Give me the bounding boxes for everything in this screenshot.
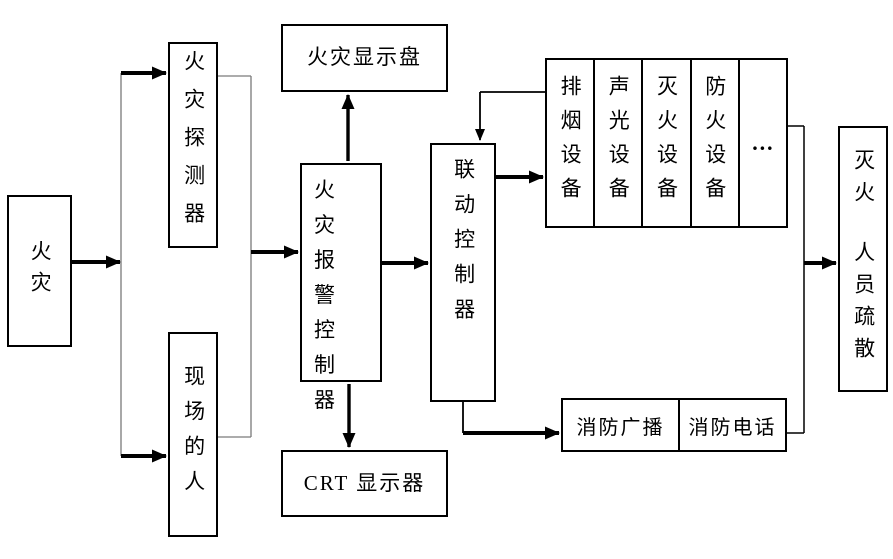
node-fire-broadcast[interactable]: 消防广播 (563, 400, 678, 450)
node-fire[interactable]: 火灾 (7, 195, 72, 347)
node-crt-display-label: CRT 显示器 (303, 470, 426, 495)
node-fire-display-panel-label: 火灾显示盘 (307, 45, 422, 70)
node-fireproof-equipment-label: 防火设备 (702, 75, 727, 211)
node-crt-display[interactable]: CRT 显示器 (281, 450, 448, 517)
node-sound-light-equipment-label: 声光设备 (606, 75, 631, 211)
node-smoke-exhaust-equipment[interactable]: 排烟设备 (547, 60, 593, 226)
node-fire-phone-label: 消防电话 (688, 416, 777, 439)
node-extinguishing-equipment[interactable]: 灭火设备 (641, 60, 689, 226)
node-fire-phone[interactable]: 消防电话 (678, 400, 785, 450)
node-outcome[interactable]: 灭火 人员疏散 (838, 126, 888, 392)
node-fire-broadcast-label: 消防广播 (576, 416, 665, 439)
node-fire-detector-label: 火灾探测器 (181, 50, 206, 240)
node-linkage-controller[interactable]: 联动控制器 (430, 143, 496, 402)
node-smoke-exhaust-equipment-label: 排烟设备 (558, 75, 583, 211)
node-fireproof-equipment[interactable]: 防火设备 (689, 60, 738, 226)
node-extinguishing-equipment-label: 灭火设备 (654, 75, 679, 211)
node-other-equipment[interactable]: … (737, 60, 786, 226)
equipment-row: 排烟设备 声光设备 灭火设备 防火设备 … (545, 58, 788, 228)
node-site-person[interactable]: 现场的人 (168, 332, 218, 537)
node-other-equipment-label: … (751, 130, 775, 155)
node-site-person-label: 现场的人 (181, 364, 206, 505)
broadcast-phone-row: 消防广播 消防电话 (561, 398, 787, 452)
node-linkage-controller-label: 联动控制器 (451, 157, 476, 333)
node-fire-detector[interactable]: 火灾探测器 (168, 42, 218, 248)
node-fire-label: 火灾 (28, 240, 53, 302)
node-fire-alarm-controller-label: 火灾报警控制器 (314, 178, 348, 412)
node-outcome-extinguish-label: 灭火 (851, 149, 876, 213)
node-sound-light-equipment[interactable]: 声光设备 (593, 60, 641, 226)
node-fire-display-panel[interactable]: 火灾显示盘 (281, 24, 448, 92)
node-outcome-evacuation-label: 人员疏散 (851, 241, 876, 369)
node-fire-alarm-controller[interactable]: 火灾报警控制器 (300, 163, 382, 412)
